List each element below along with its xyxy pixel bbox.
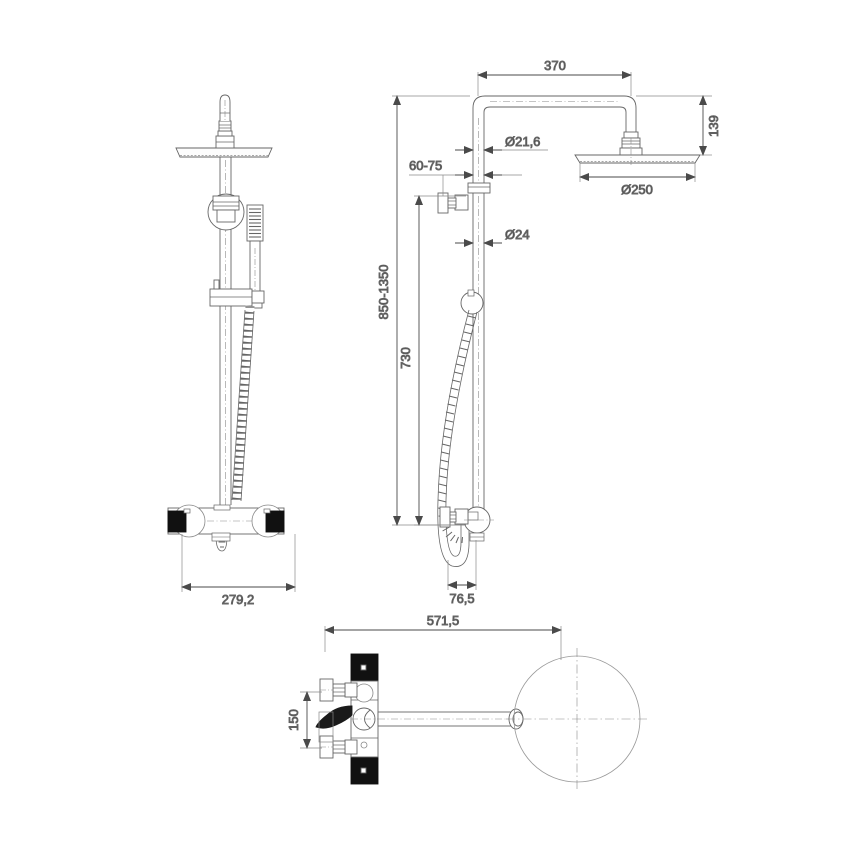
- dimension-label-height-range: 850-1350: [376, 265, 391, 320]
- dimension-hose-projection: 76,5: [447, 540, 477, 606]
- dimension-label-mixer-width: 279,2: [222, 592, 255, 607]
- dimension-valve-height: 150: [286, 691, 322, 749]
- dimension-riser-dia: Ø21,6: [455, 134, 548, 154]
- dimension-label-arm-reach: 370: [544, 58, 566, 73]
- dimension-bar-dia: Ø24: [455, 227, 530, 247]
- handset-holder-side: [460, 289, 484, 315]
- dimension-label-head-height: 139: [706, 115, 721, 137]
- dimension-label-slide-bar: 730: [398, 347, 413, 369]
- dimension-label-riser-dia: Ø21,6: [505, 134, 540, 149]
- dimension-head-dia: Ø250: [579, 163, 696, 197]
- dimension-head-height: 139: [636, 95, 721, 156]
- riser-bar-side: [467, 182, 491, 525]
- dimension-label-bar-dia: Ø24: [505, 227, 530, 242]
- dimension-label-hose-projection: 76,5: [449, 591, 474, 606]
- dimension-label-total-projection: 571,5: [427, 613, 460, 628]
- shower-head-circle-plan: [506, 648, 648, 790]
- dimension-wall-offset: 60-75: [409, 158, 522, 196]
- dimension-label-wall-offset: 60-75: [409, 158, 442, 173]
- flow-handle-plan: [319, 735, 358, 759]
- shower-hose-front: [215, 305, 255, 552]
- dimension-label-head-dia: Ø250: [621, 182, 653, 197]
- dimension-total-projection: 571,5: [324, 613, 562, 660]
- handset-holder-front: [209, 279, 265, 307]
- thermostatic-mixer-front: [167, 504, 285, 542]
- overhead-shower-head-front: [175, 147, 273, 158]
- dimension-height-range: 850-1350: [376, 95, 470, 526]
- shower-arm-side: [472, 95, 637, 190]
- diverter-body-front: [207, 193, 245, 231]
- temperature-handle-plan: [319, 678, 358, 702]
- dimension-arm-reach: 370: [477, 58, 632, 96]
- dimension-mixer-width: 279,2: [181, 534, 296, 607]
- plan-top-view: 571,5 150: [286, 613, 648, 790]
- side-elevation-view: 370 139 Ø21,6 Ø250: [376, 58, 722, 607]
- shower-arm-plan: [364, 708, 524, 730]
- thermostatic-mixer-side: [439, 506, 494, 542]
- dimension-label-valve-height: 150: [286, 709, 301, 731]
- wall-plates-plan: [350, 653, 379, 785]
- front-elevation-view: 279,2: [167, 94, 296, 607]
- diverter-lever-plan: [315, 705, 353, 743]
- dimension-slide-bar: 730: [398, 195, 466, 526]
- top-riser-stub-front: [219, 94, 231, 121]
- head-connector-front: [215, 120, 235, 149]
